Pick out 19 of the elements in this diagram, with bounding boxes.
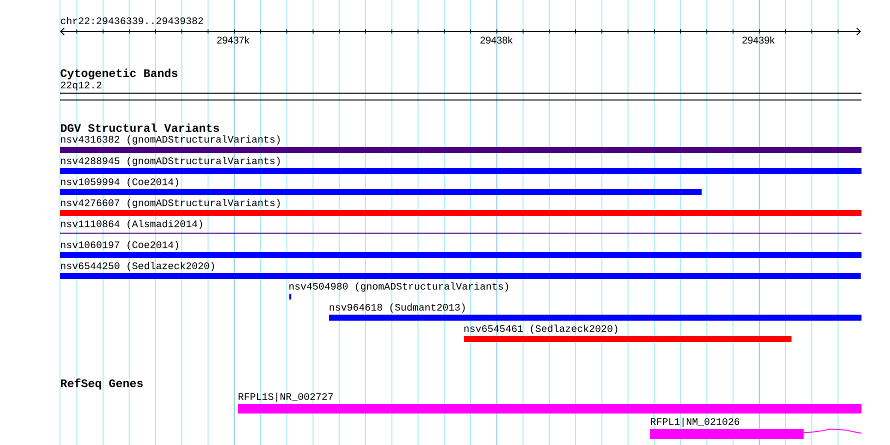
- feature-label: nsv4276607 (gnomADStructuralVariants): [61, 198, 280, 208]
- feature-label: nsv4316382 (gnomADStructuralVariants): [61, 135, 280, 145]
- coordinate-label: chr22:29436339..29439382: [60, 16, 203, 24]
- feature-label: nsv1059994 (Coe2014): [61, 178, 178, 188]
- track-title: DGV Structural Variants: [60, 123, 219, 132]
- feature-label: 22q12.2: [60, 82, 102, 90]
- tick-label: 29438k: [480, 36, 513, 44]
- feature-label: nsv1060197 (Coe2014): [61, 240, 178, 250]
- feature-label: nsv6544250 (Sedlazeck2020): [61, 262, 214, 272]
- feature-label: nsv6545461 (Sedlazeck2020): [464, 324, 618, 334]
- feature-label: nsv4504980 (gnomADStructuralVariants): [289, 282, 508, 292]
- tick-label: 29439k: [742, 36, 775, 44]
- tick-label: 29437k: [217, 36, 250, 44]
- feature-label: nsv964618 (Sudmant2013): [330, 303, 465, 313]
- feature-label: nsv4288945 (gnomADStructuralVariants): [61, 156, 280, 166]
- feature-label: nsv1110864 (Alsmadi2014): [61, 220, 202, 230]
- feature-label: RFPL1S|NR_002727: [238, 392, 333, 402]
- feature-label: RFPL1|NM_021026: [650, 418, 740, 427]
- track-title: RefSeq Genes: [61, 378, 143, 390]
